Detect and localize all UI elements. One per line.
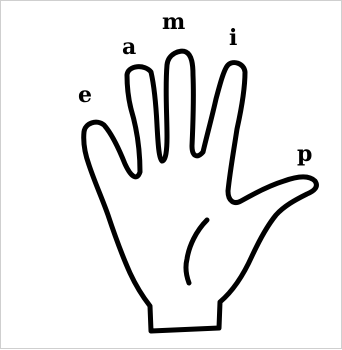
ring-finger-label: a	[122, 36, 136, 58]
thumb-label: p	[297, 143, 312, 165]
little-finger-label: e	[78, 84, 92, 106]
hand-outline-path	[84, 51, 317, 331]
index-finger-label: i	[229, 27, 237, 49]
middle-finger-label: m	[162, 11, 185, 33]
